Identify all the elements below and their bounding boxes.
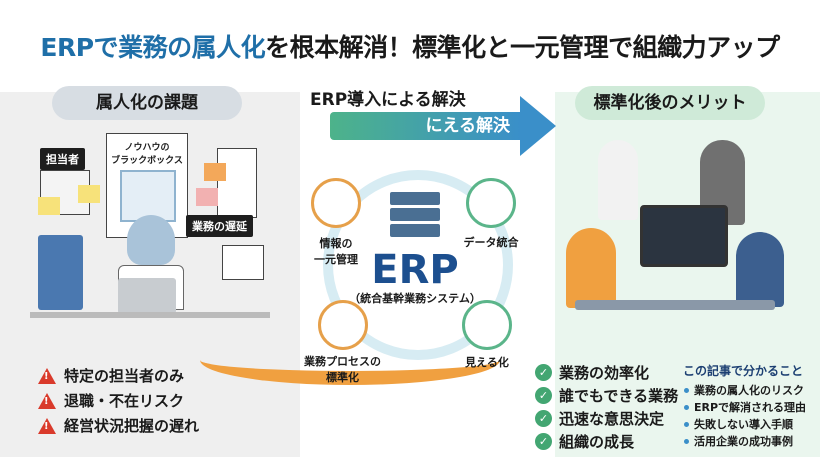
database-icon [466, 178, 516, 228]
erp-subtitle: （統合基幹業務システム） [349, 292, 481, 305]
problem-item: !経営状況把握の遅れ [38, 415, 199, 436]
article-summary-title: この記事で分かること [683, 364, 804, 378]
arrow-head [520, 96, 556, 156]
solution-label: ERP導入による解決 [310, 90, 466, 110]
node-label: データ統合 [463, 236, 519, 249]
flowchart-icon [318, 300, 368, 350]
laptop-icon [118, 278, 176, 314]
warning-icon: ! [38, 392, 56, 409]
stressed-person [127, 215, 175, 265]
benefit-item: ✓業務の効率化 [535, 362, 649, 383]
check-circle-icon: ✓ [535, 433, 552, 450]
node-label: 情報の 一元管理 [314, 237, 358, 266]
benefit-item: ✓組織の成長 [535, 431, 634, 452]
solution-arrow: にえる解決 [330, 112, 520, 140]
warning-icon: ! [38, 417, 56, 434]
sticky-note [204, 163, 226, 181]
benefit-item: ✓迅速な意思決定 [535, 408, 664, 429]
document-icon [217, 148, 257, 218]
warning-icon: ! [38, 367, 56, 384]
problem-item: !退職・不在リスク [38, 390, 184, 411]
page-title: ERPで業務の属人化を根本解消！標準化と一元管理で組織力アップ [40, 33, 780, 62]
benefit-item: ✓誰でもできる業務 [535, 385, 678, 406]
person [736, 232, 784, 307]
sticky-note [38, 197, 60, 215]
check-circle-icon: ✓ [535, 410, 552, 427]
article-point: 業務の属人化のリスク [684, 382, 804, 398]
bottom-arrow [200, 355, 500, 385]
node-label: 見える化 [465, 356, 509, 369]
desk [30, 312, 270, 318]
check-circle-icon: ✓ [535, 364, 552, 381]
table [575, 300, 775, 310]
database-icon [311, 178, 361, 228]
article-point: ERPで解消される理由 [684, 399, 806, 415]
document-icon [222, 245, 264, 280]
flowchart-icon [120, 170, 176, 222]
sticky-note [78, 185, 100, 203]
person [566, 228, 616, 308]
erp-logo-text: ERP [371, 247, 459, 293]
delay-tag: 業務の遅延 [186, 215, 253, 237]
problems-heading: 属人化の課題 [52, 86, 242, 120]
article-point: 活用企業の成功事例 [684, 433, 793, 449]
monitor-dashboard [640, 205, 728, 267]
node-label: 業務プロセスの 標準化 [304, 355, 381, 384]
person-tag: 担当者 [40, 148, 85, 170]
binders [38, 235, 83, 310]
erp-cycle-ring [323, 170, 513, 360]
benefits-heading: 標準化後のメリット [575, 86, 765, 120]
check-circle-icon: ✓ [535, 387, 552, 404]
sticky-note [196, 188, 218, 206]
person [598, 140, 638, 220]
article-point: 失敗しない導入手順 [684, 416, 793, 432]
eye-icon [462, 300, 512, 350]
server-icon [390, 192, 440, 242]
problem-item: !特定の担当者のみ [38, 365, 184, 386]
